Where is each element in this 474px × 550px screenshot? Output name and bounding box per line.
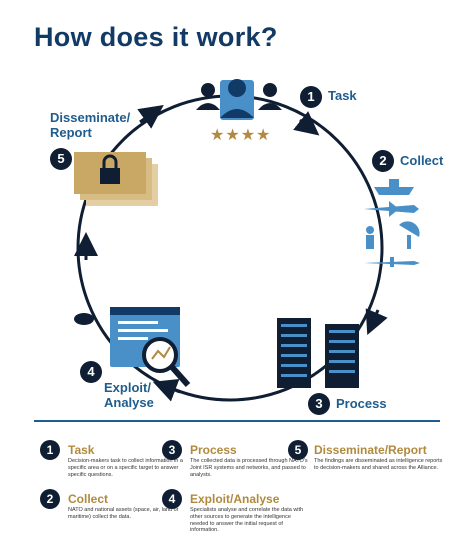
legend-4-title: Exploit/Analyse [190, 492, 280, 506]
legend-3-title: Process [190, 443, 237, 457]
legend-2-title: Collect [68, 492, 109, 506]
legend-4-desc: Specialists analyse and correlate the da… [190, 507, 304, 534]
legend-5-title: Disseminate/Report [314, 443, 427, 457]
step-1-label: Task [328, 88, 357, 103]
legend-1-number: 1 [40, 440, 60, 460]
aircraft-icon [364, 201, 419, 217]
soldier-icon [366, 226, 374, 249]
analyse-icon [74, 307, 191, 387]
people-icon [196, 79, 282, 120]
step-2-label: Collect [400, 153, 444, 168]
legend-5-number: 5 [288, 440, 308, 460]
step-1-number: 1 [300, 86, 322, 108]
step-4-label: Exploit/ Analyse [104, 380, 154, 410]
legend-2-number: 2 [40, 489, 60, 509]
legend-3-desc: The collected data is processed through … [190, 458, 308, 478]
legend-1-title: Task [68, 443, 95, 457]
legend-1-desc: Decision-makers task to collect informat… [68, 458, 183, 478]
step-2-number: 2 [372, 150, 394, 172]
collect-assets-icon [364, 179, 420, 267]
step-5-label: Disseminate/ Report [50, 110, 131, 140]
step-3-label: Process [336, 396, 387, 411]
drone-icon [364, 257, 420, 267]
magnifier-icon [142, 337, 191, 387]
page-title: How does it work? [34, 22, 278, 52]
step-3-number: 3 [308, 393, 330, 415]
server-icon [277, 318, 359, 388]
legend-5-desc: The findings are disseminated as intelli… [314, 458, 443, 471]
divider [34, 420, 440, 422]
legend-3-number: 3 [162, 440, 182, 460]
padlock-folder-icon [74, 152, 158, 206]
step-4-number: 4 [80, 361, 102, 383]
stars-icon: ★★★★ [210, 127, 272, 144]
legend-2-desc: NATO and national assets (space, air, la… [68, 507, 179, 520]
radar-icon [399, 221, 420, 249]
step-5-number: 5 [50, 148, 72, 170]
ship-icon [374, 179, 414, 195]
world-map-icon [74, 313, 94, 325]
legend-4-number: 4 [162, 489, 182, 509]
